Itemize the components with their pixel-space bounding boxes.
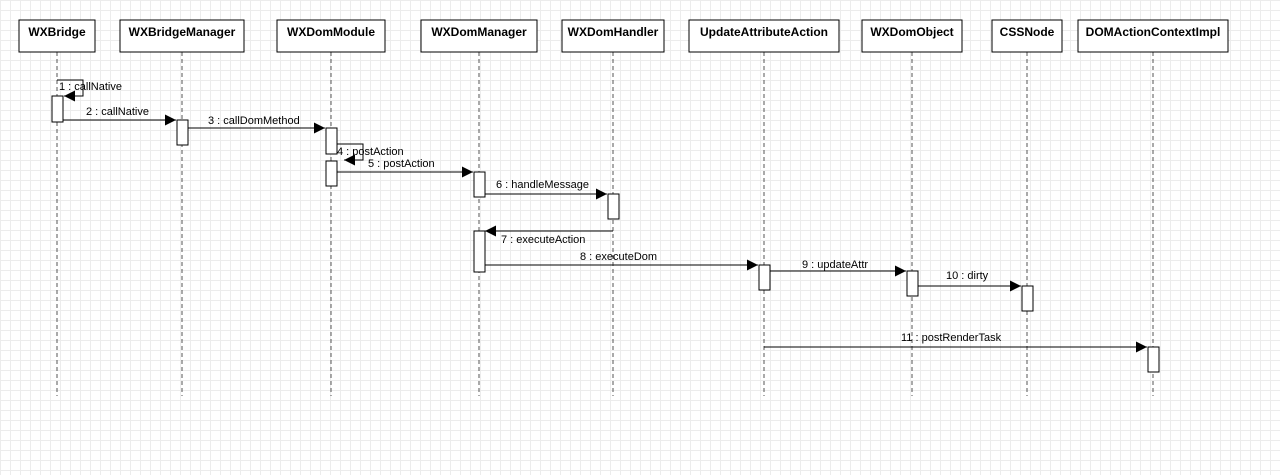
participant-box (420, 19, 538, 53)
activation-bar (325, 160, 338, 187)
message-3: 3 : callDomMethod (188, 115, 325, 134)
activation-bar (607, 193, 620, 220)
message-8: 8 : executeDom (485, 251, 758, 271)
participant-wxdommanager[interactable]: WXDomManager (420, 19, 538, 53)
message-label: 4 : postAction (337, 146, 404, 158)
message-arrow (337, 143, 364, 166)
participant-wxdomhandler[interactable]: WXDomHandler (561, 19, 665, 53)
message-label: 1 : callNative (59, 81, 122, 93)
activation-bar (473, 230, 486, 273)
participant-box (276, 19, 386, 53)
activation-bar (906, 270, 919, 297)
message-11: 11 : postRenderTask (764, 332, 1147, 353)
message-1: 1 : callNative (57, 79, 122, 102)
participant-label: CSSNode (1000, 25, 1055, 39)
participant-wxdommodule[interactable]: WXDomModule (276, 19, 386, 53)
participant-label: UpdateAttributeAction (700, 25, 828, 39)
message-2: 2 : callNative (63, 106, 176, 126)
message-label: 10 : dirty (946, 270, 989, 282)
message-label: 9 : updateAttr (802, 259, 868, 271)
message-label: 6 : handleMessage (496, 179, 589, 191)
participant-box (991, 19, 1063, 53)
participant-label: WXDomManager (431, 25, 527, 39)
message-7: 7 : executeAction (485, 225, 613, 246)
participant-label: WXDomHandler (568, 25, 659, 39)
participant-box (861, 19, 963, 53)
message-label: 2 : callNative (86, 106, 149, 118)
participant-label: WXBridge (28, 25, 86, 39)
participant-wxbridge[interactable]: WXBridge (18, 19, 96, 53)
participant-box (18, 19, 96, 53)
message-label: 8 : executeDom (580, 251, 657, 263)
activation-bar (758, 264, 771, 291)
participant-box (688, 19, 840, 53)
participant-updateattributeaction[interactable]: UpdateAttributeAction (688, 19, 840, 53)
participant-box (1077, 19, 1229, 53)
participant-label: WXBridgeManager (129, 25, 236, 39)
activation-bar (473, 171, 486, 198)
message-label: 11 : postRenderTask (901, 332, 1002, 344)
message-label: 5 : postAction (368, 158, 435, 170)
participant-wxbridgemanager[interactable]: WXBridgeManager (119, 19, 245, 53)
message-label: 7 : executeAction (501, 234, 585, 246)
participant-wxdomobject[interactable]: WXDomObject (861, 19, 963, 53)
participant-label: DOMActionContextImpl (1086, 25, 1221, 39)
participant-cssnode[interactable]: CSSNode (991, 19, 1063, 53)
activation-bar (51, 95, 64, 123)
activation-bar (325, 127, 338, 155)
participant-label: WXDomObject (870, 25, 953, 39)
message-5: 5 : postAction (337, 158, 473, 178)
activation-bar (176, 119, 189, 146)
participant-domactioncontextimpl[interactable]: DOMActionContextImpl (1077, 19, 1229, 53)
message-label: 3 : callDomMethod (208, 115, 300, 127)
participant-box (119, 19, 245, 53)
activation-bar (1021, 285, 1034, 312)
participant-label: WXDomModule (287, 25, 375, 39)
message-9: 9 : updateAttr (770, 259, 906, 277)
message-4: 4 : postAction (337, 143, 404, 166)
message-arrow (57, 79, 84, 102)
activation-bar (1147, 346, 1160, 373)
participant-box (561, 19, 665, 53)
message-6: 6 : handleMessage (485, 179, 607, 200)
message-10: 10 : dirty (918, 270, 1021, 292)
